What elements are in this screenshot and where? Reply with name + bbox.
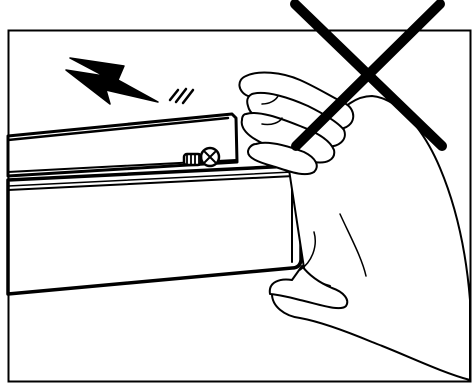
warning-illustration xyxy=(0,0,474,385)
